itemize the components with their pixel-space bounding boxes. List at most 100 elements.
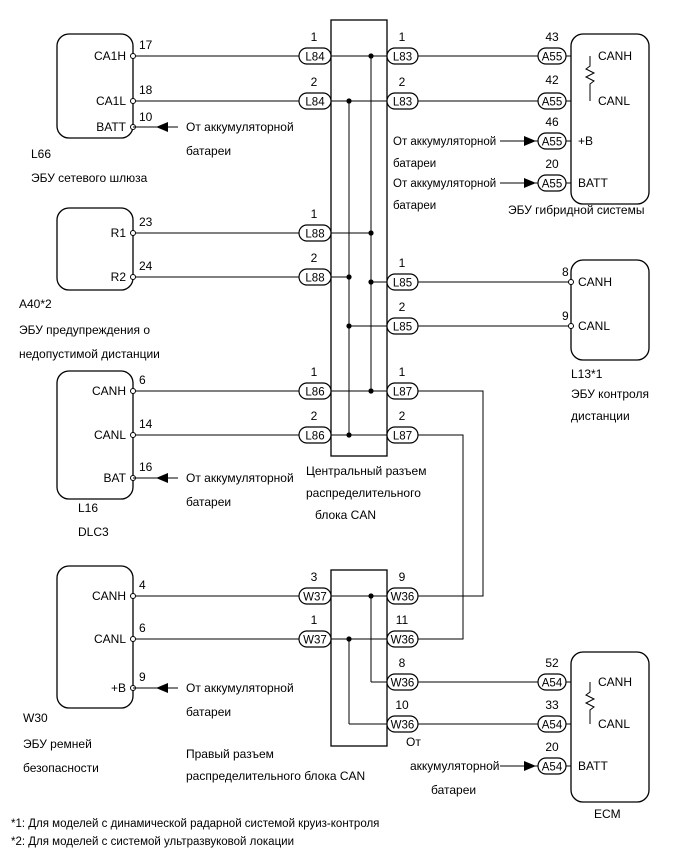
pin-number: 2 xyxy=(311,75,318,89)
pin-label: +B xyxy=(578,134,593,148)
svg-text:блока CAN: блока CAN xyxy=(315,508,376,522)
pin-label: CANL xyxy=(598,94,630,108)
component-name: безопасности xyxy=(23,761,99,775)
svg-text:распределительного блока CAN: распределительного блока CAN xyxy=(186,769,365,783)
component-id: L13*1 xyxy=(571,367,603,381)
conn-label: L84 xyxy=(305,97,325,109)
pin-label: CANL xyxy=(94,632,126,646)
conn-label: L86 xyxy=(305,431,324,443)
battery-label: От аккумуляторной xyxy=(186,120,294,134)
component-name: ЭБУ ремней xyxy=(23,737,92,751)
conn-label: L83 xyxy=(393,52,412,64)
pin-label: CA1H xyxy=(94,49,126,63)
conn-label: A55 xyxy=(542,52,562,64)
pin-number: 3 xyxy=(311,570,318,584)
pin-label: CANL xyxy=(598,717,630,731)
pin-number: 1 xyxy=(311,207,318,221)
central-junction-block xyxy=(330,19,388,457)
conn-label: W37 xyxy=(303,635,327,647)
battery-label: аккумуляторной xyxy=(410,759,500,773)
pin-number: 11 xyxy=(396,613,409,627)
conn-label: L85 xyxy=(393,278,412,290)
pin-label: CANH xyxy=(598,49,632,63)
conn-label: A55 xyxy=(542,137,562,149)
footnote-1: *1: Для моделей с динамической радарной … xyxy=(11,818,379,830)
component-name: ЭБУ предупреждения о xyxy=(19,323,150,337)
component-id: A40*2 xyxy=(19,297,52,311)
conn-label: L88 xyxy=(305,273,324,285)
pin-label: CANL xyxy=(94,428,126,442)
right-block-right-connectors: W36 9 W36 11 W36 8 W36 10 xyxy=(386,570,419,733)
pin-number: 9 xyxy=(562,309,569,323)
battery-label: батареи xyxy=(186,495,231,509)
ecm-connectors: A54 52 A54 33 A54 20 xyxy=(537,656,567,775)
component-name: ЭБУ гибридной системы xyxy=(508,203,644,217)
pin-number: 14 xyxy=(139,417,153,431)
pin-label: BATT xyxy=(96,120,126,134)
pin-number: 4 xyxy=(139,578,146,592)
pin-label: CANH xyxy=(92,589,126,603)
battery-label: От аккумуляторной xyxy=(393,136,496,148)
component-name: дистанции xyxy=(571,409,630,423)
conn-label: L86 xyxy=(305,387,324,399)
pin-number: 9 xyxy=(399,570,406,584)
pin-number: 1 xyxy=(399,30,406,44)
distance-control-labels: CANH 8 CANL 9 L13*1 ЭБУ контроля дистанц… xyxy=(562,265,649,423)
pin-number: 20 xyxy=(545,157,559,171)
distance-warning-labels: R1 23 R2 24 A40*2 ЭБУ предупреждения о н… xyxy=(19,215,160,361)
conn-label: A55 xyxy=(542,97,562,109)
component-name: ЭБУ сетевого шлюза xyxy=(31,171,148,185)
pin-number: 52 xyxy=(545,656,559,670)
svg-text:Центральный разъем: Центральный разъем xyxy=(306,464,426,478)
pin-number: 46 xyxy=(545,115,559,129)
pin-number: 42 xyxy=(545,73,559,87)
conn-label: L87 xyxy=(393,387,412,399)
pin-number: 1 xyxy=(311,365,318,379)
ecm-labels: CANH CANL BATT ECM От аккумуляторной бат… xyxy=(406,675,632,821)
conn-label: W36 xyxy=(391,635,415,647)
footnote-2: *2: Для моделей с системой ультразвуково… xyxy=(11,836,294,848)
battery-arrows xyxy=(133,122,571,771)
pin-label: R1 xyxy=(111,226,127,240)
battery-label: От аккумуляторной xyxy=(186,681,294,695)
pin-number: 9 xyxy=(139,670,146,684)
pin-number: 2 xyxy=(399,75,406,89)
gateway-ecu-box xyxy=(56,33,134,139)
battery-label: От аккумуляторной xyxy=(393,178,496,190)
pin-number: 6 xyxy=(139,621,146,635)
pin-number: 2 xyxy=(311,409,318,423)
distance-warning-ecu-box xyxy=(56,207,134,291)
gateway-ecu-labels: CA1H 17 CA1L 18 BATT 10 L66 ЭБУ сетевого… xyxy=(31,38,294,185)
conn-label: A54 xyxy=(542,762,563,774)
seatbelt-ecu-labels: CANH 4 CANL 6 +B 9 W30 ЭБУ ремней безопа… xyxy=(23,578,294,775)
pin-number: 33 xyxy=(545,698,559,712)
central-right-connectors: L83 1 L83 2 L85 1 L85 2 L87 1 L87 2 xyxy=(386,30,419,444)
pin-label: CANH xyxy=(598,675,632,689)
svg-text:распределительного: распределительного xyxy=(306,486,421,500)
component-name: недопустимой дистанции xyxy=(19,347,160,361)
junction-dots xyxy=(346,53,374,642)
conn-label: W36 xyxy=(391,592,415,604)
pin-label: CANL xyxy=(578,319,610,333)
pin-number: 23 xyxy=(139,215,153,229)
pin-number: 2 xyxy=(399,300,406,314)
component-id: W30 xyxy=(23,711,48,725)
pin-number: 17 xyxy=(139,38,153,52)
pin-number: 18 xyxy=(139,83,153,97)
pin-number: 16 xyxy=(139,460,153,474)
pin-number: 20 xyxy=(545,740,559,754)
pin-label: CANH xyxy=(92,384,126,398)
battery-label: батареи xyxy=(186,144,231,158)
conn-label: W37 xyxy=(303,592,327,604)
conn-label: L88 xyxy=(305,229,324,241)
component-id: L66 xyxy=(31,147,51,161)
conn-label: A55 xyxy=(542,179,562,191)
battery-label: батареи xyxy=(393,200,436,212)
pin-number: 1 xyxy=(311,30,318,44)
terminal-circles xyxy=(130,53,574,691)
pin-label: BATT xyxy=(578,759,608,773)
right-junction-block xyxy=(330,569,388,747)
pin-number: 1 xyxy=(399,256,406,270)
conn-label: L83 xyxy=(393,97,412,109)
